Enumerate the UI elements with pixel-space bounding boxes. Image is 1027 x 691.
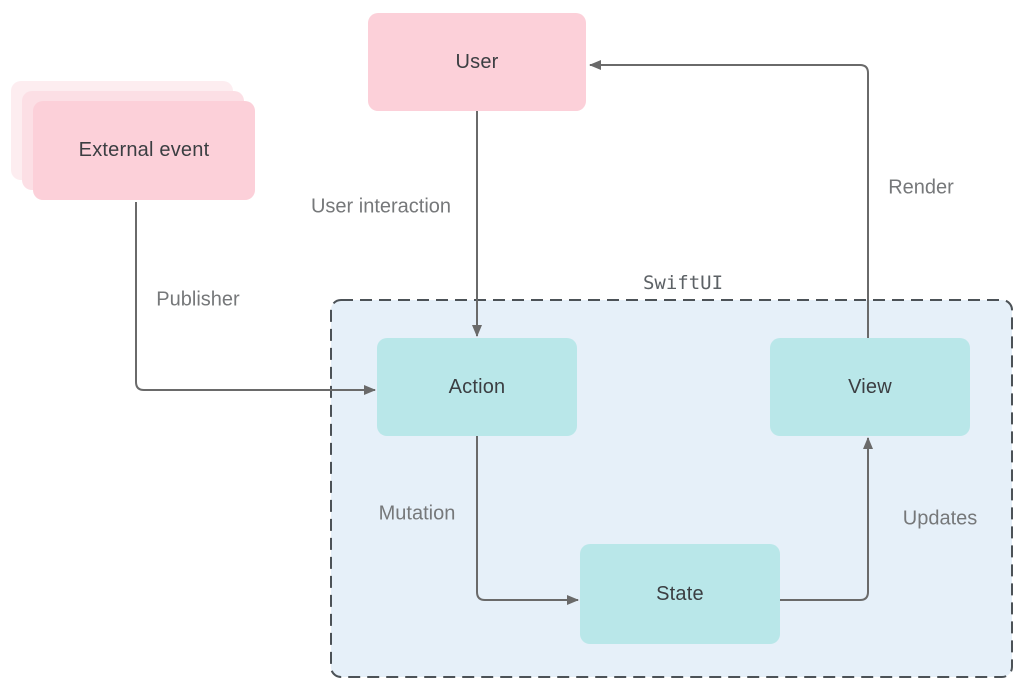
- edge-updates-arrow: [780, 437, 873, 601]
- node-view: View: [770, 338, 970, 436]
- edge-mutation-arrow: [476, 436, 579, 605]
- edge-label-updates: Updates: [902, 507, 978, 530]
- node-action: Action: [377, 338, 577, 436]
- node-external-event: External event: [33, 101, 255, 200]
- edge-publisher-arrow: [135, 202, 376, 395]
- swiftui-container-label: SwiftUI: [642, 272, 724, 294]
- edge-label-render: Render: [888, 176, 954, 199]
- node-user: User: [368, 13, 586, 111]
- edge-render-arrow: [589, 60, 869, 338]
- node-state: State: [580, 544, 780, 644]
- edge-label-publisher: Publisher: [156, 288, 240, 311]
- edge-label-mutation: Mutation: [378, 502, 456, 525]
- edge-label-user-interaction: User interaction: [310, 195, 452, 218]
